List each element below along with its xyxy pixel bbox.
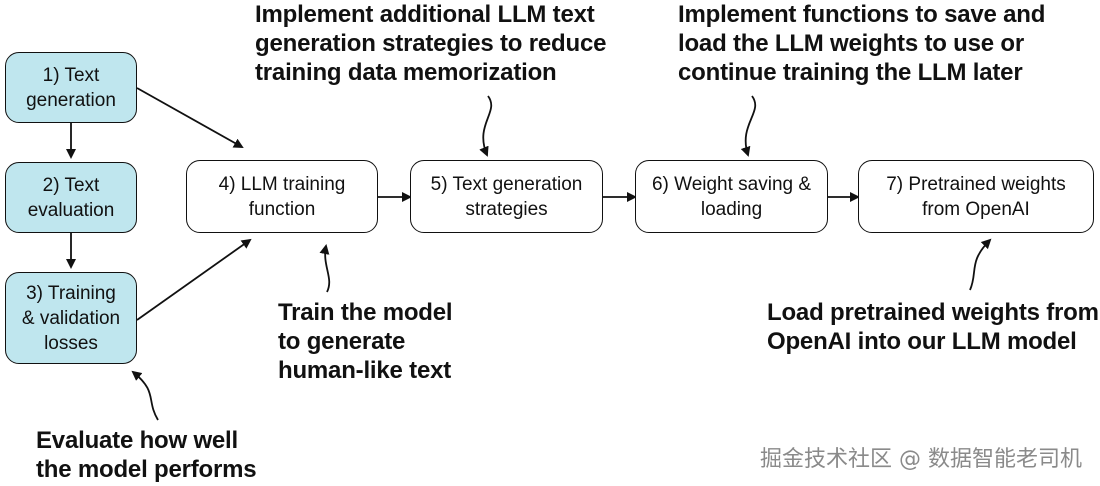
box-label: 5) Text generation strategies	[430, 173, 583, 220]
box-label: 4) LLM training function	[218, 173, 346, 220]
watermark-text: 掘金技术社区 @ 数据智能老司机	[760, 447, 1082, 472]
pointer-bottom-right	[969, 238, 992, 291]
annotation-text-generation-strategies: Implement additional LLM text generation…	[255, 1, 607, 86]
box-label: 3) Training & validation losses	[21, 282, 121, 354]
box-pretrained-weights-openai: 7) Pretrained weights from OpenAI	[858, 160, 1094, 233]
box-label: 1) Text generation	[26, 64, 116, 111]
box-label: 2) Text evaluation	[27, 174, 115, 221]
box-weight-saving-loading: 6) Weight saving & loading	[635, 160, 828, 233]
arrow-3-to-4	[136, 238, 252, 321]
box-llm-training-function: 4) LLM training function	[186, 160, 378, 233]
annotation-save-load-weights: Implement functions to save and load the…	[678, 1, 1046, 86]
box-text-generation: 1) Text generation	[5, 52, 137, 123]
annotation-load-pretrained: Load pretrained weights from OpenAI into…	[767, 299, 1099, 355]
pointer-middle	[319, 244, 331, 293]
box-text-evaluation: 2) Text evaluation	[5, 162, 137, 233]
box-text-generation-strategies: 5) Text generation strategies	[410, 160, 603, 233]
pointer-top-right	[740, 95, 757, 157]
pointer-bottom-left	[131, 370, 159, 421]
box-label: 7) Pretrained weights from OpenAI	[886, 173, 1066, 220]
annotation-train-model: Train the model to generate human-like t…	[278, 299, 453, 384]
box-label: 6) Weight saving & loading	[651, 173, 812, 220]
pointer-top-left	[479, 95, 493, 157]
box-training-validation-losses: 3) Training & validation losses	[5, 272, 137, 364]
annotation-evaluate-model: Evaluate how well the model performs	[36, 427, 257, 483]
arrow-1-to-4	[136, 87, 244, 148]
